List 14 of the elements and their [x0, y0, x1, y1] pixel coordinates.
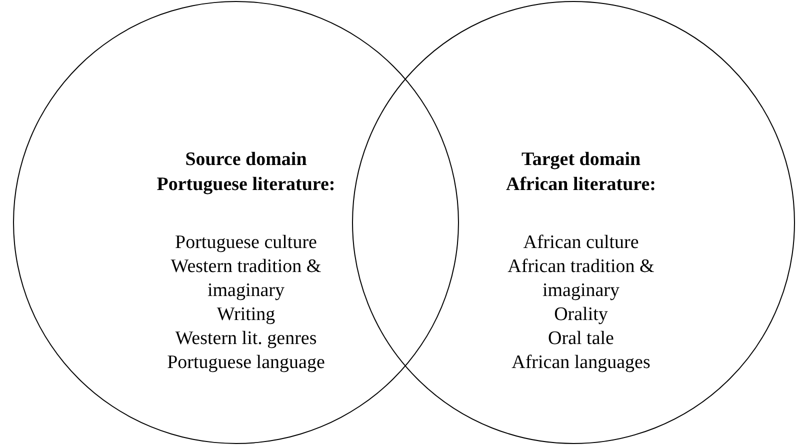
domain-item: Western lit. genres [174, 327, 318, 351]
domain-circle [13, 1, 459, 444]
domain-item: African languages [510, 351, 652, 375]
domain-item: African culture [522, 231, 640, 255]
domain-item: African tradition & imaginary [506, 255, 656, 303]
domain-item: Writing [216, 303, 276, 327]
domain-item: Portuguese language [166, 351, 326, 375]
domain-item: Orality [553, 303, 609, 327]
domain-item: Western tradition & imaginary [170, 255, 322, 303]
domain-heading: Target domain African literature: [504, 148, 657, 197]
domain-circle [352, 1, 795, 444]
domain-item: Oral tale [547, 327, 615, 351]
domain-heading: Source domain Portuguese literature: [156, 148, 336, 197]
domain-item: Portuguese culture [174, 231, 318, 255]
